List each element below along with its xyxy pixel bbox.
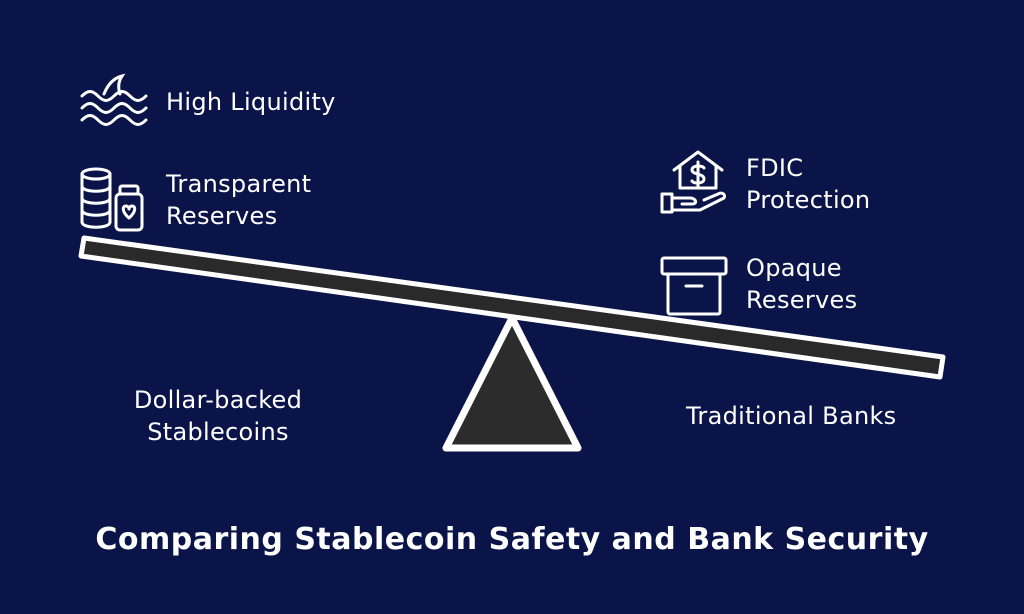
side-label-traditional-banks: Traditional Banks — [686, 402, 897, 430]
closed-box-icon — [660, 256, 728, 316]
fulcrum-triangle — [442, 314, 582, 452]
house-dollar-hand-icon — [660, 150, 726, 214]
seesaw-plank — [78, 235, 946, 380]
coins-and-jar-icon — [80, 167, 144, 232]
diagram-title: Comparing Stablecoin Safety and Bank Sec… — [95, 522, 929, 557]
water-waves-icon — [80, 73, 148, 126]
feature-label-transparent-reserves: Transparent Reserves — [166, 170, 312, 230]
feature-label-high-liquidity: High Liquidity — [166, 88, 336, 116]
side-label-stablecoins: Dollar-backed Stablecoins — [133, 386, 303, 446]
feature-label-fdic-protection: FDIC Protection — [746, 154, 871, 214]
feature-label-opaque-reserves: Opaque Reserves — [746, 254, 858, 314]
